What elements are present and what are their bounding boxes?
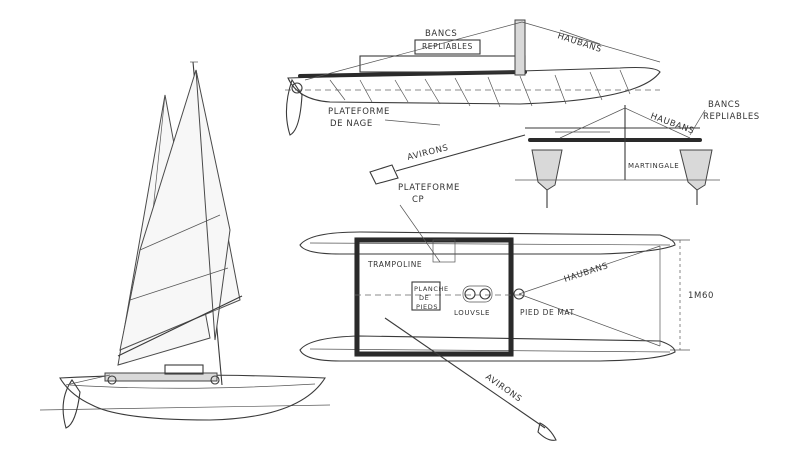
label-haubans-plan: HAUBANS [563,261,610,285]
sailing-view [39,61,331,429]
mast-foot [513,288,525,300]
label-trampoline: TRAMPOLINE [367,260,422,269]
platform-cp [432,239,456,263]
label-haubans-top: HAUBANS [556,31,603,55]
louvoyeur-ring [479,288,491,300]
waterline [39,404,331,411]
side-beam [298,70,527,78]
rudder [62,379,81,429]
louvoyeur-ring [464,288,476,300]
label-plateforme: PLATEFORME [328,107,390,117]
label-haubans-section: HAUBANS [649,111,696,136]
rudder-pintle [291,82,303,94]
bancs-box [414,39,481,55]
beam-end [107,375,117,385]
plan-hull-top [299,231,676,255]
oar-shaft-bottom [384,317,546,429]
louvoyeur [462,285,493,303]
label-pied-de-mat: PIED DE MAT [520,308,575,317]
oar-blade-bottom [537,422,557,441]
foot-board [411,281,441,311]
section-view: HAUBANS BANCS REPLIABLES MARTINGALE [515,100,760,208]
cockpit-seat [164,364,204,375]
label-width: 1M60 [688,291,714,301]
label-plateforme-cp: PLATEFORME [398,183,460,193]
boom [117,295,243,357]
label-martingale: MARTINGALE [628,162,679,170]
plan-view: PLATEFORME CP TRAMPOLINE PLANCHE DE PIED… [299,183,714,362]
side-hull [287,66,661,105]
label-de: DE [419,294,429,302]
label-pieds: PIEDS [416,303,438,311]
beam-end [210,375,220,385]
label-de-nage: DE NAGE [330,119,373,129]
label-repliables-section: REPLIABLES [703,112,760,122]
oar-top: AVIRONS [369,134,526,185]
oar-shaft [395,134,526,172]
label-avirons-section: AVIRONS [406,143,449,163]
label-bancs: BANCS [425,29,457,39]
label-cp: CP [412,195,424,205]
mast-step [514,19,526,76]
oar-blade [369,164,399,185]
label-repliables: REPLIABLES [422,42,473,51]
plan-hull-bottom [299,335,676,362]
label-planche: PLANCHE [414,285,449,293]
section-hull-right [679,149,713,191]
main-sail-upper [195,69,231,341]
label-bancs-section: BANCS [708,100,740,110]
section-hull-left [531,149,563,191]
deck-platform [104,372,218,382]
label-louvoyeur: LOUVSLE [454,309,490,317]
side-rudder [285,78,303,136]
hull [59,374,326,421]
